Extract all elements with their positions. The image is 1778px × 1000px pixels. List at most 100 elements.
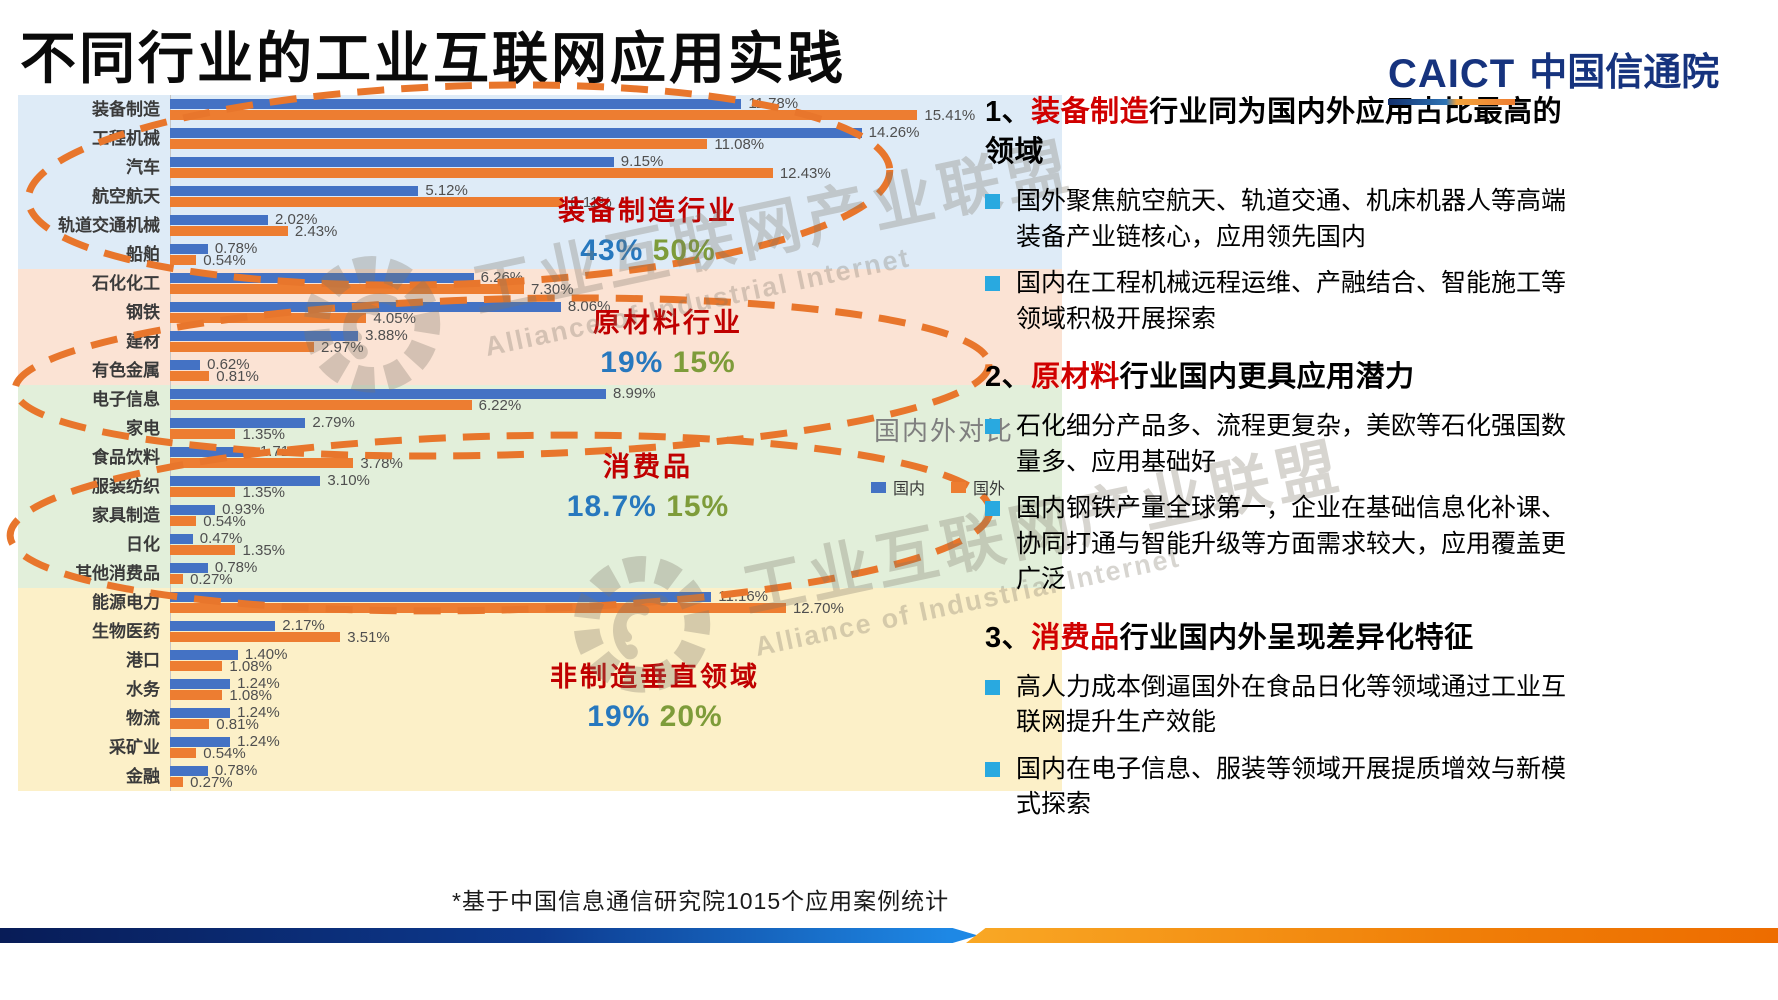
- bar-domestic: [170, 737, 231, 747]
- bar-domestic: [170, 99, 742, 109]
- bar-domestic: [170, 534, 193, 544]
- value-label-foreign: 0.54%: [203, 252, 246, 269]
- bullet-item: 高人力成本倒逼国外在食品日化等领域通过工业互联网提升生产效能: [985, 670, 1573, 741]
- annotation-label: 装备制造行业: [558, 196, 738, 226]
- bullet-square-icon: [985, 276, 1000, 292]
- value-label-domestic: 0.78%: [214, 762, 258, 779]
- value-label-domestic: 1.24%: [237, 675, 280, 692]
- bar-domestic: [170, 360, 201, 370]
- bullet-item: 国内在电子信息、服装等领域开展提质增效与新模式探索: [985, 752, 1573, 823]
- bullet-text: 国内钢铁产量全球第一，企业在基础信息化补课、协同打通与智能升级等方面需求较大，应…: [1016, 495, 1567, 594]
- chart-annotation: 消费品 18.7% 15%: [468, 445, 828, 524]
- category-label: 电子信息: [92, 390, 160, 409]
- footer-bar-blue: [0, 928, 978, 943]
- bar-domestic: [170, 766, 208, 776]
- chart-annotation: 装备制造行业 43% 50%: [468, 189, 828, 268]
- bullet-item: 石化细分产品多、流程更复杂，美欧等石化强国数量多、应用基础好: [985, 409, 1573, 480]
- bar-foreign: [170, 661, 223, 671]
- value-label-foreign: 1.35%: [242, 426, 286, 443]
- category-label: 装备制造: [92, 100, 160, 119]
- bar-foreign: [170, 545, 236, 555]
- bar-foreign: [170, 371, 210, 381]
- chart-annotation: 非制造垂直领域 19% 20%: [475, 655, 835, 734]
- annotation-values: 19% 15%: [600, 346, 736, 379]
- value-label-foreign: 0.27%: [190, 774, 233, 791]
- value-label-foreign: 6.22%: [478, 397, 522, 414]
- bar-foreign: [170, 719, 210, 729]
- bar-foreign: [170, 603, 786, 613]
- category-label: 工程机械: [92, 129, 160, 148]
- category-label: 食品饮料: [92, 448, 160, 467]
- category-label: 生物医药: [92, 622, 160, 641]
- value-label-domestic: 3.10%: [327, 472, 370, 489]
- bar-foreign: [170, 748, 197, 758]
- bullet-text: 国外聚焦航空航天、轨道交通、机床机器人等高端装备产业链核心，应用领先国内: [1016, 188, 1567, 251]
- category-label: 服装纺织: [92, 477, 160, 496]
- bar-foreign: [170, 690, 223, 700]
- value-label-foreign: 4.05%: [373, 310, 416, 327]
- bar-domestic: [170, 389, 606, 399]
- caict-logo-underline: [1388, 99, 1516, 105]
- caict-logo-latin: CAICT: [1388, 52, 1516, 96]
- category-label: 航空航天: [92, 187, 160, 206]
- category-label: 物流: [126, 709, 160, 728]
- bar-foreign: [170, 487, 236, 497]
- value-label-foreign: 2.97%: [321, 339, 364, 356]
- bullet-text: 高人力成本倒逼国外在食品日化等领域通过工业互联网提升生产效能: [1016, 673, 1567, 737]
- category-label: 船舶: [126, 245, 160, 264]
- value-label-domestic: 2.79%: [312, 414, 355, 431]
- bullet-square-icon: [985, 419, 1000, 435]
- bar-domestic: [170, 708, 231, 718]
- category-label: 建材: [126, 332, 160, 351]
- page-title: 不同行业的工业互联网应用实践: [20, 27, 846, 90]
- bar-foreign: [170, 110, 918, 120]
- bar-foreign: [170, 284, 525, 294]
- chart-annotation: 原材料行业 19% 15%: [488, 301, 848, 380]
- value-label-foreign: 11.08%: [714, 136, 765, 153]
- bullet-item: 国内在工程机械远程运维、产融结合、智能施工等领域积极开展探索: [985, 266, 1573, 337]
- value-label-domestic: 1.40%: [244, 646, 288, 663]
- category-label: 石化化工: [92, 274, 160, 293]
- bullet-text: 石化细分产品多、流程更复杂，美欧等石化强国数量多、应用基础好: [1016, 413, 1567, 476]
- annotation-label: 非制造垂直领域: [550, 662, 760, 692]
- bullet-square-icon: [985, 501, 1000, 517]
- annotation-label: 原材料行业: [593, 308, 743, 338]
- category-label: 轨道交通机械: [58, 216, 160, 235]
- bar-foreign: [170, 516, 197, 526]
- value-label-foreign: 0.54%: [203, 745, 246, 762]
- category-label: 能源电力: [92, 593, 160, 612]
- bar-domestic: [170, 418, 306, 428]
- category-label: 有色金属: [92, 361, 160, 380]
- category-label: 港口: [126, 651, 160, 670]
- bullet-square-icon: [985, 194, 1000, 210]
- value-label-foreign: 1.35%: [242, 542, 286, 559]
- bar-foreign: [170, 458, 354, 468]
- bar-foreign: [170, 777, 184, 787]
- bullet-square-icon: [985, 761, 1000, 777]
- bar-foreign: [170, 632, 341, 642]
- annotation-values: 18.7% 15%: [566, 490, 730, 523]
- value-label-foreign: 0.27%: [190, 571, 233, 588]
- annotation-values: 19% 20%: [587, 700, 723, 733]
- bar-foreign: [170, 226, 288, 236]
- legend-item: 国外: [951, 475, 1005, 499]
- bar-domestic: [170, 244, 208, 254]
- value-label-foreign: 0.54%: [203, 513, 246, 530]
- value-label-foreign: 3.51%: [347, 629, 390, 646]
- category-label: 家具制造: [92, 506, 160, 525]
- value-label-domestic: 8.99%: [613, 385, 656, 402]
- category-label: 日化: [126, 535, 160, 554]
- value-label-foreign: 12.43%: [779, 165, 831, 182]
- value-label-foreign: 1.35%: [242, 484, 286, 501]
- category-label: 其他消费品: [75, 564, 160, 583]
- category-label: 金融: [126, 767, 160, 786]
- value-label-foreign: 1.08%: [229, 687, 272, 704]
- category-label: 采矿业: [109, 738, 160, 757]
- legend-swatch: [951, 481, 967, 493]
- right-panel: 1、装备制造行业同为国内外应用占比最高的领域 国外聚焦航空航天、轨道交通、机床机…: [985, 92, 1573, 843]
- value-label-foreign: 2.43%: [294, 223, 338, 240]
- caict-logo: CAICT 中国信通院: [1388, 52, 1719, 105]
- panel-section: 3、消费品行业国内外呈现差异化特征 高人力成本倒逼国外在食品日化等领域通过工业互…: [985, 618, 1573, 823]
- panel-section: 1、装备制造行业同为国内外应用占比最高的领域 国外聚焦航空航天、轨道交通、机床机…: [985, 92, 1573, 337]
- legend-swatch: [871, 481, 886, 493]
